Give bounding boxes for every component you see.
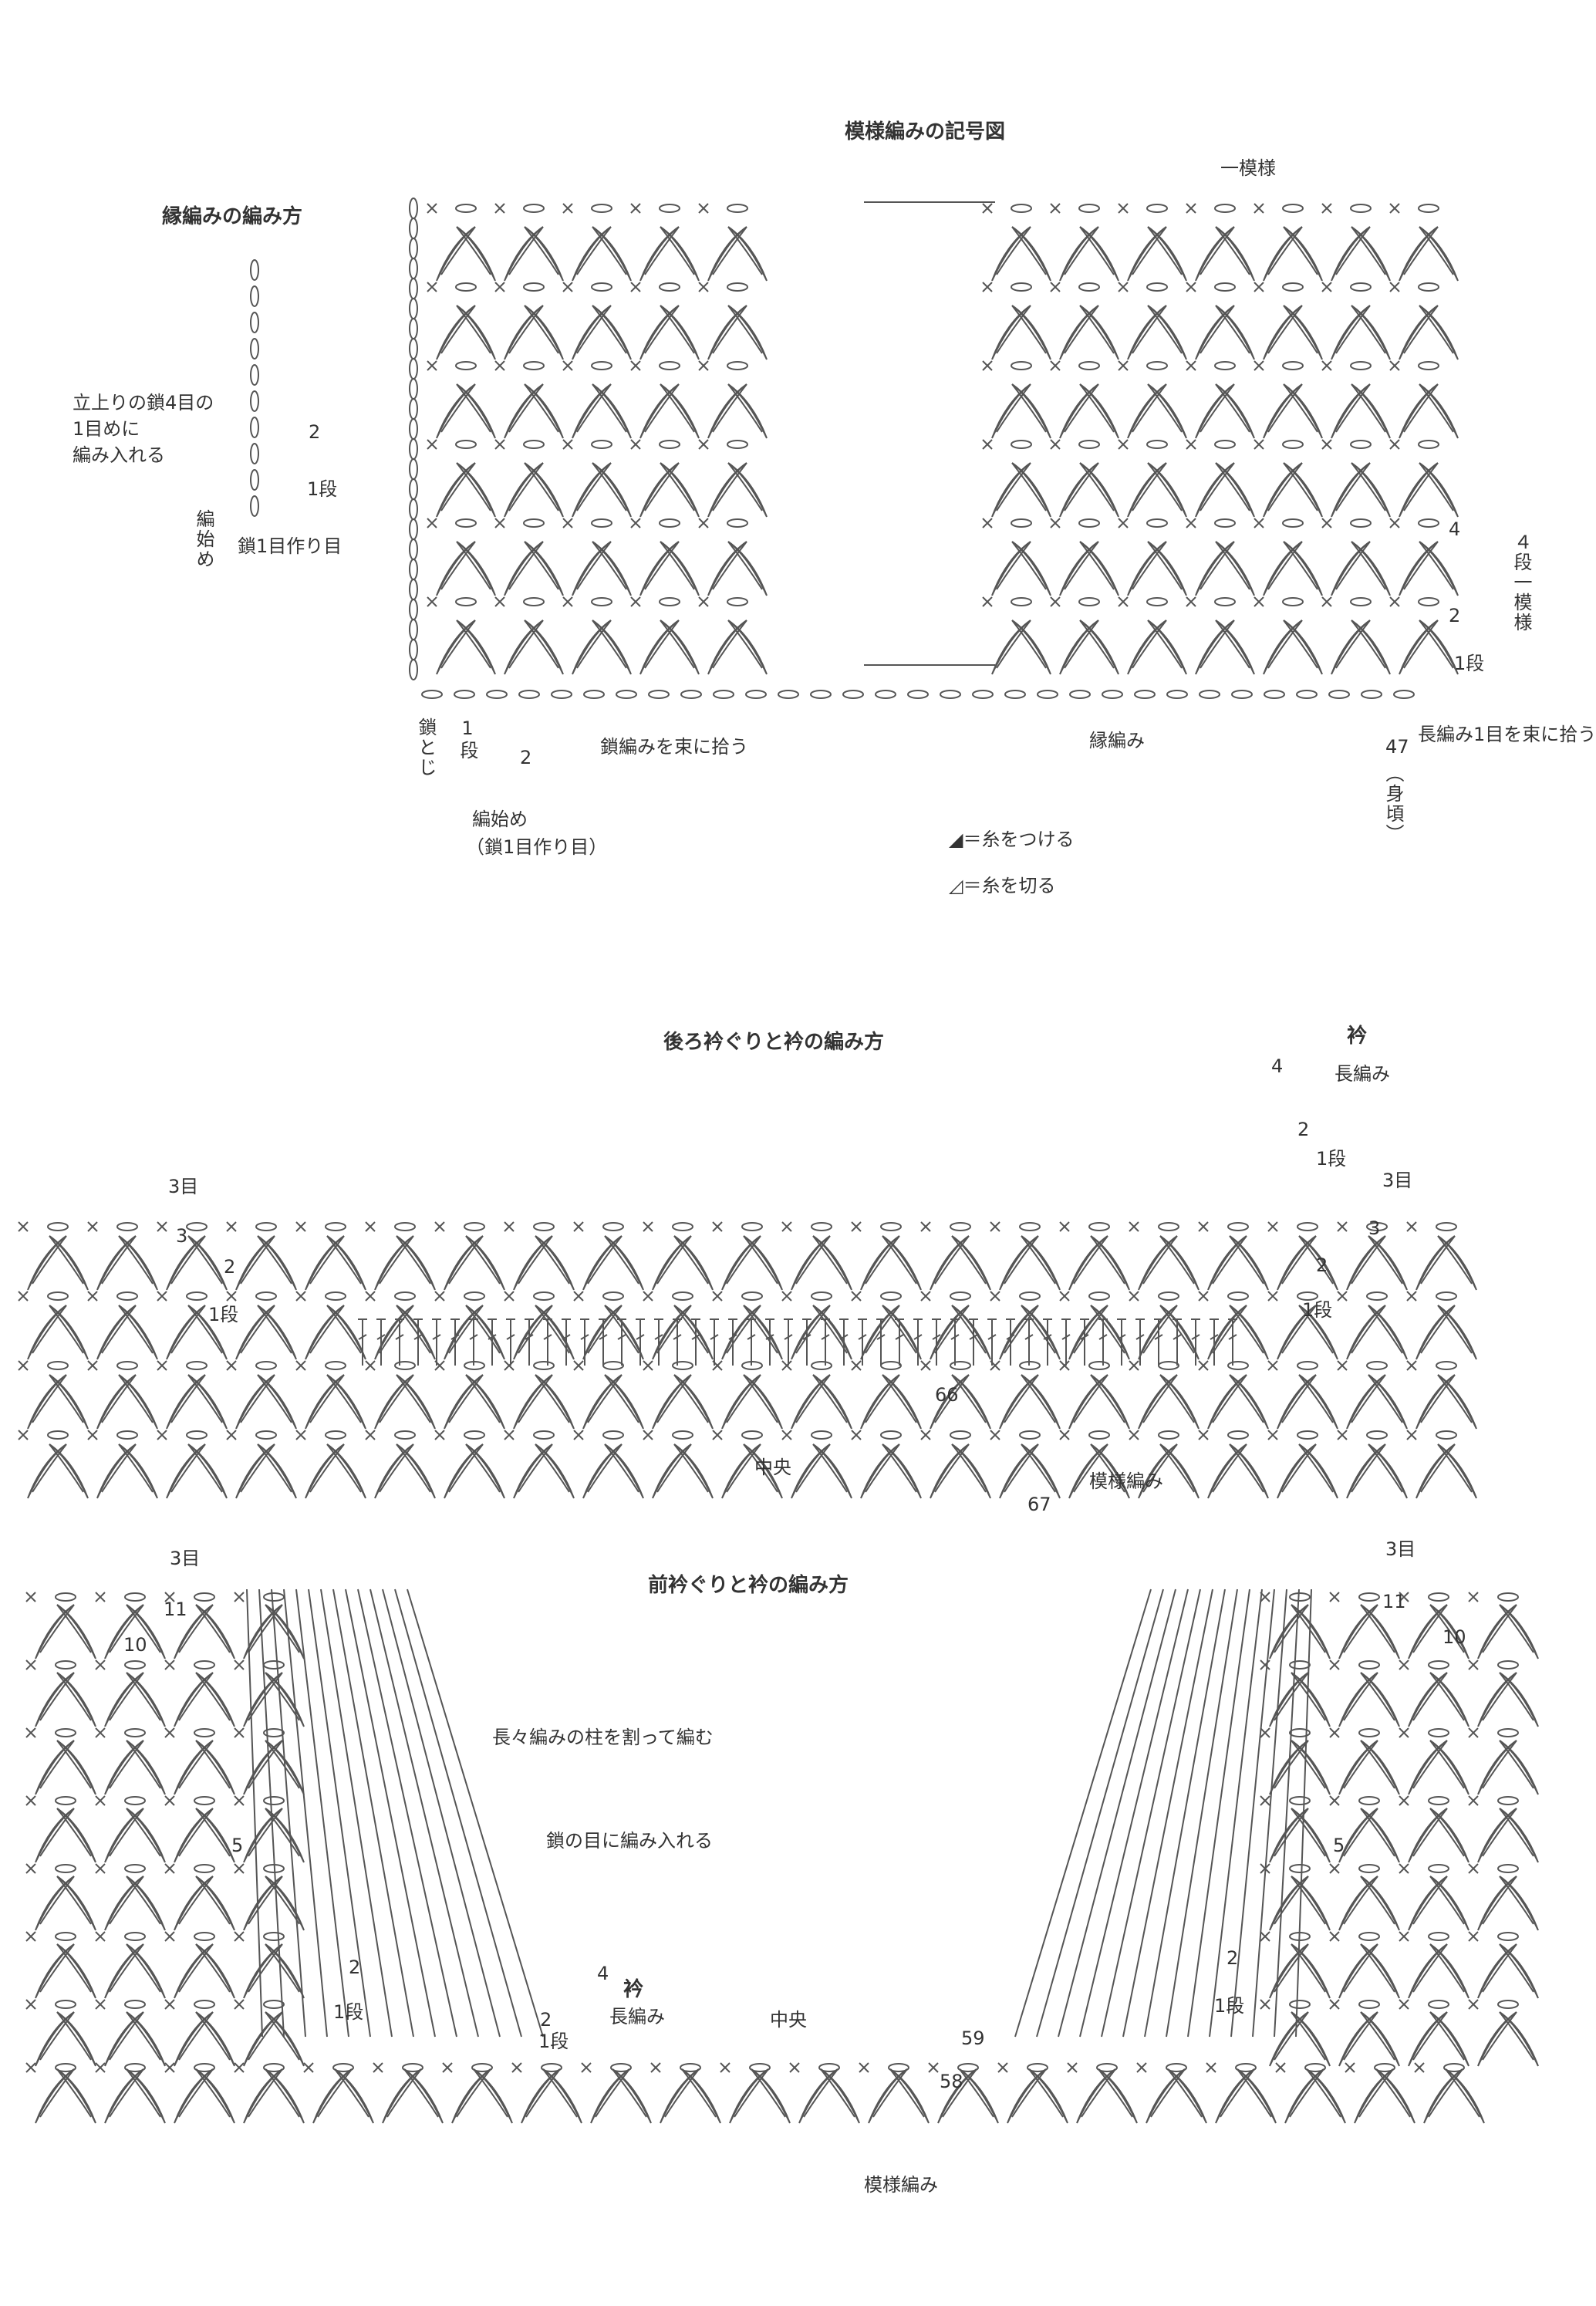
attach-symbol-icon: ◢ [949, 829, 963, 850]
front-number-58: 58 [940, 2071, 963, 2092]
edging-foundation: 鎖1目作り目 [238, 535, 342, 557]
front-collar-stitch: 長編み [609, 2006, 665, 2027]
edging-note-1: 立上りの鎖4目の [73, 392, 214, 414]
back-center-label: 中央 [754, 1457, 791, 1478]
front-collar-label: 衿 [623, 1978, 644, 2001]
front-right-row2: 2 [1227, 1947, 1239, 1969]
back-left-3moku: 3目 [168, 1176, 199, 1197]
back-right-row2: 2 [1316, 1254, 1328, 1276]
front-left-row5: 5 [231, 1835, 244, 1856]
front-right-row10: 10 [1442, 1626, 1466, 1648]
back-collar-stitch: 長編み [1334, 1063, 1390, 1085]
row-4-label: 4 [1449, 518, 1461, 540]
cut-symbol-icon: ◿ [949, 875, 963, 896]
front-right-row5: 5 [1333, 1835, 1345, 1856]
pattern-row1-label: 1段 [457, 717, 478, 761]
back-collar-row1: 1段 [1316, 1148, 1347, 1170]
row-2-label: 2 [1449, 605, 1461, 626]
pick-up-line1: 鎖編みを束に拾う [600, 736, 748, 758]
back-collar-label: 衿 [1347, 1025, 1368, 1048]
front-collar-row1: 1段 [538, 2031, 569, 2052]
back-number-66: 66 [935, 1384, 959, 1406]
edging-method-title: 縁編みの編み方 [162, 205, 303, 228]
front-right-row1: 1段 [1214, 1995, 1245, 2017]
count-47: 47 [1385, 736, 1409, 758]
repeat-label: ４段一模様 [1510, 532, 1532, 633]
edging-row-2: 2 [309, 421, 321, 443]
front-left-row10: 10 [123, 1634, 147, 1656]
back-pattern-label: 模様編み [1089, 1470, 1163, 1492]
front-left-row2: 2 [349, 1957, 361, 1978]
back-left-row1: 1段 [208, 1304, 239, 1325]
front-pattern-label: 模様編み [864, 2174, 938, 2196]
one-repeat-label: 一模様 [1220, 157, 1276, 179]
split-post-note: 長々編みの柱を割って編む [492, 1727, 714, 1748]
into-chain-note: 鎖の目に編み入れる [546, 1830, 713, 1852]
front-left-3moku: 3目 [170, 1548, 201, 1569]
edging-note-3: 編み入れる [73, 444, 165, 466]
front-right-3moku: 3目 [1385, 1538, 1416, 1560]
edging-label: 縁編み [1089, 730, 1145, 751]
dc-pick-label: 長編み1目を束に拾う [1418, 724, 1596, 745]
yarn-cut-legend: ◿＝糸を切る [949, 875, 1056, 896]
back-collar-row2: 2 [1297, 1119, 1310, 1140]
back-neck-title: 後ろ衿ぐりと衿の編み方 [663, 1031, 885, 1054]
front-left-row11: 11 [164, 1599, 187, 1620]
back-left-row3: 3 [176, 1225, 188, 1247]
chain-close-label: 鎖とじ [415, 717, 437, 778]
pattern-row2-label: 2 [520, 747, 532, 768]
back-right-row1: 1段 [1302, 1299, 1333, 1321]
front-number-59: 59 [961, 2027, 985, 2049]
front-collar-row2: 2 [540, 2009, 552, 2031]
row-1-label: 1段 [1454, 653, 1485, 674]
yarn-attach-legend: ◢＝糸をつける [949, 829, 1075, 850]
crochet-symbol-diagram [18, 198, 1539, 2124]
edging-row-1: 1段 [307, 478, 338, 500]
count-note: （身頃） [1382, 764, 1404, 844]
front-left-row1: 1段 [333, 2001, 364, 2023]
start-note: （鎖1目作り目） [466, 836, 608, 858]
back-right-3moku: 3目 [1382, 1170, 1413, 1191]
edging-note-2: 1目めに [73, 418, 140, 440]
pattern-chart-title: 模様編みの記号図 [845, 120, 1006, 143]
back-right-row3: 3 [1368, 1217, 1381, 1239]
start-label: 編始め [472, 809, 528, 830]
back-left-row2: 2 [224, 1256, 236, 1278]
front-right-row11: 11 [1382, 1591, 1406, 1612]
front-collar-row4: 4 [597, 1963, 609, 1984]
front-center-label: 中央 [770, 2009, 807, 2031]
edging-start: 編始め [193, 509, 214, 569]
back-number-67: 67 [1027, 1494, 1051, 1515]
back-collar-row4: 4 [1271, 1055, 1284, 1077]
front-neck-title: 前衿ぐりと衿の編み方 [648, 1574, 849, 1597]
